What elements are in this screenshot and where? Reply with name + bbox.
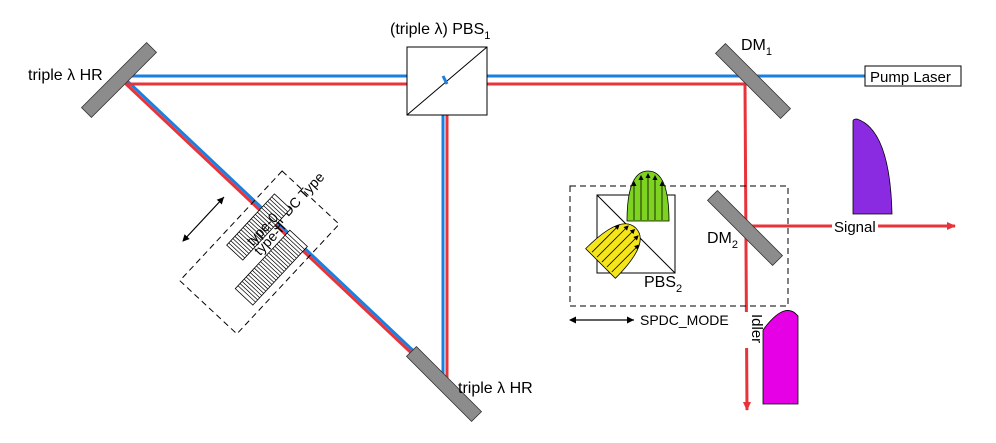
mirror-dm2: [706, 189, 784, 267]
pbs2-green-lobe: [626, 170, 670, 222]
type2-crystal: [234, 229, 308, 306]
spdc-mode-box: [569, 185, 789, 307]
dm2-label: DM2: [707, 230, 738, 251]
pump-laser-label: Pump Laser: [870, 69, 951, 86]
spdc-type-module: SPDC Type type-0: [179, 169, 340, 335]
mirror-hr-bottom: [405, 345, 483, 423]
type0-crystal: [226, 193, 292, 261]
hr-bottom-label: triple λ HR: [458, 380, 533, 397]
signal-label: Signal: [834, 219, 876, 236]
spdc-mode-label: SPDC_MODE: [640, 312, 729, 328]
pump-laser-box: [864, 65, 962, 87]
hr-top-left-label: triple λ HR: [28, 67, 103, 84]
signal-label-bg: [832, 218, 878, 235]
pbs2-label: PBS2: [644, 274, 682, 295]
idler-detector: [762, 310, 799, 405]
idler-label: Idler: [748, 314, 765, 343]
signal-detector: [852, 118, 893, 215]
idler-label-bg: [739, 312, 756, 348]
dm1-label: DM1: [741, 37, 772, 58]
idler-beam: [742, 83, 751, 411]
pbs1-label: (triple λ) PBS1: [390, 21, 490, 42]
mirror-dm1: [714, 42, 792, 120]
pbs2-yellow-lobe: [585, 223, 641, 279]
red-beam: [124, 82, 749, 382]
pbs1-cube: [406, 46, 488, 116]
spdc-type-arrow: [182, 196, 225, 242]
mirror-hr-top-left: [80, 41, 158, 119]
